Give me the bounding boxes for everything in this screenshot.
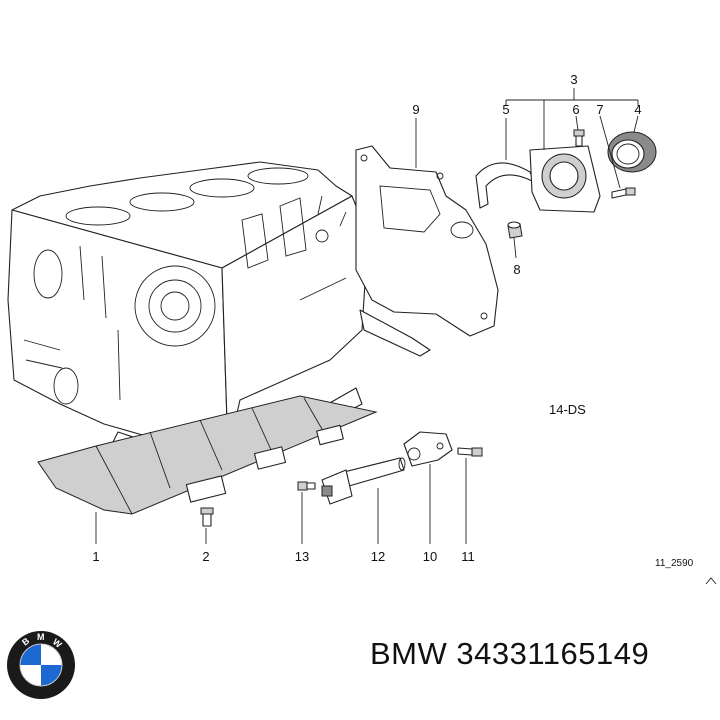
callout-12: 12 bbox=[371, 549, 385, 564]
part-11-bolt bbox=[457, 447, 483, 457]
part-5-seal-gasket bbox=[475, 162, 535, 209]
part-1-baffle bbox=[37, 395, 378, 515]
callout-3: 3 bbox=[570, 72, 577, 87]
callout-4: 4 bbox=[634, 102, 641, 117]
callout-1: 1 bbox=[92, 549, 99, 564]
part-8-sleeve bbox=[507, 221, 523, 239]
part-number-caption: BMW 34331165149 bbox=[370, 636, 650, 671]
callout-5: 5 bbox=[502, 102, 509, 117]
part-2-bolt bbox=[200, 507, 214, 527]
part-9-gasket bbox=[355, 145, 499, 357]
part-10-bracket bbox=[403, 431, 453, 467]
engine-block bbox=[7, 161, 369, 463]
figure-id: 11_2590 bbox=[655, 558, 694, 569]
part-3-seal-carrier bbox=[529, 145, 601, 213]
logo-letter-b: B bbox=[20, 635, 32, 647]
part-12-tube bbox=[321, 457, 406, 505]
callout-7: 7 bbox=[596, 102, 603, 117]
callout-13: 13 bbox=[295, 549, 309, 564]
callout-10: 10 bbox=[423, 549, 437, 564]
callout-2: 2 bbox=[202, 549, 209, 564]
part-7-screw bbox=[611, 187, 636, 199]
part-13-screw bbox=[297, 481, 316, 491]
caret-icon bbox=[705, 577, 717, 585]
logo-letter-m: M bbox=[37, 632, 45, 642]
part-6-screw bbox=[573, 129, 585, 147]
callout-8: 8 bbox=[513, 262, 520, 277]
bmw-logo-icon: B M W bbox=[7, 631, 75, 699]
callout-6: 6 bbox=[572, 102, 579, 117]
part-4-shaft-seal bbox=[607, 131, 657, 173]
leader-lines bbox=[95, 88, 639, 544]
logo-quadrant-bottom-right bbox=[41, 665, 62, 686]
callout-9: 9 bbox=[412, 102, 419, 117]
diagram-reference: 14-DS bbox=[549, 402, 586, 417]
callout-11: 11 bbox=[461, 549, 475, 564]
logo-quadrant-top-left bbox=[20, 644, 41, 665]
